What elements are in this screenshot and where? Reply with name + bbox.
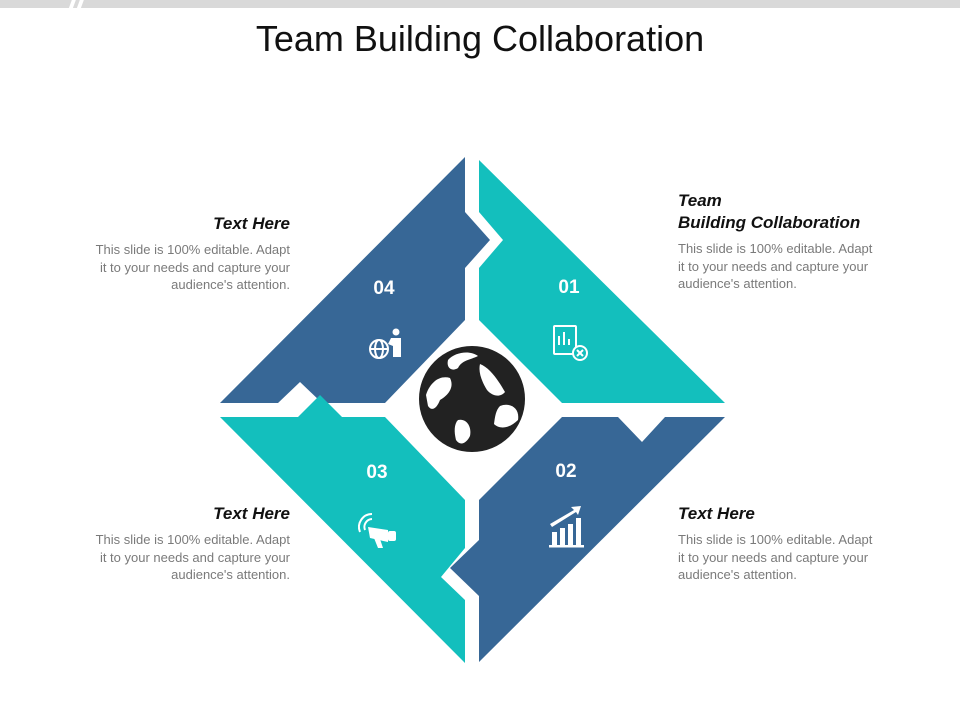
desc-line: it to your needs and capture your (678, 549, 869, 565)
desc-line: audience's attention. (171, 277, 290, 292)
desc-line: it to your needs and capture your (678, 258, 869, 274)
desc-line: audience's attention. (678, 276, 797, 291)
desc-line: This slide is 100% editable. Adapt (678, 241, 873, 256)
segment-04-description: This slide is 100% editable. Adapt it to… (60, 241, 290, 294)
desc-line: This slide is 100% editable. Adapt (95, 242, 290, 257)
segment-04-number: 04 (373, 278, 395, 299)
desc-line: it to your needs and capture your (99, 259, 290, 275)
heading-line: Building Collaboration (678, 213, 861, 232)
segment-02-heading: Text Here (678, 504, 755, 523)
segment-01-heading: Team Building Collaboration (678, 190, 908, 234)
segment-01-description: This slide is 100% editable. Adapt it to… (678, 240, 908, 293)
segment-01-shape (479, 160, 725, 403)
desc-line: audience's attention. (678, 567, 797, 582)
segment-02-description: This slide is 100% editable. Adapt it to… (678, 531, 908, 584)
heading-line: Team (678, 191, 722, 210)
segment-04-text: Text Here This slide is 100% editable. A… (60, 213, 290, 294)
desc-line: audience's attention. (171, 567, 290, 582)
growth-bar-chart-icon (549, 506, 584, 548)
segment-03-shape (220, 395, 465, 663)
segment-02-text: Text Here This slide is 100% editable. A… (678, 503, 908, 584)
megaphone-icon (358, 513, 396, 548)
desc-line: it to your needs and capture your (99, 549, 290, 565)
segment-03-number: 03 (366, 462, 387, 483)
segment-04-shape (220, 157, 490, 403)
segment-01-number: 01 (558, 277, 580, 298)
desc-line: This slide is 100% editable. Adapt (95, 532, 290, 547)
report-document-icon (553, 325, 588, 361)
slide-title: Team Building Collaboration (255, 18, 705, 59)
global-presenter-icon (369, 328, 401, 359)
segment-03-description: This slide is 100% editable. Adapt it to… (60, 531, 290, 584)
globe-icon (419, 346, 525, 452)
segment-04-heading: Text Here (213, 214, 290, 233)
segment-01-text: Team Building Collaboration This slide i… (678, 190, 908, 293)
top-bar (0, 0, 960, 8)
segment-03-heading: Text Here (213, 504, 290, 523)
segment-03-text: Text Here This slide is 100% editable. A… (60, 503, 290, 584)
segment-02-number: 02 (555, 461, 576, 482)
segment-02-shape (450, 417, 725, 662)
desc-line: This slide is 100% editable. Adapt (678, 532, 873, 547)
